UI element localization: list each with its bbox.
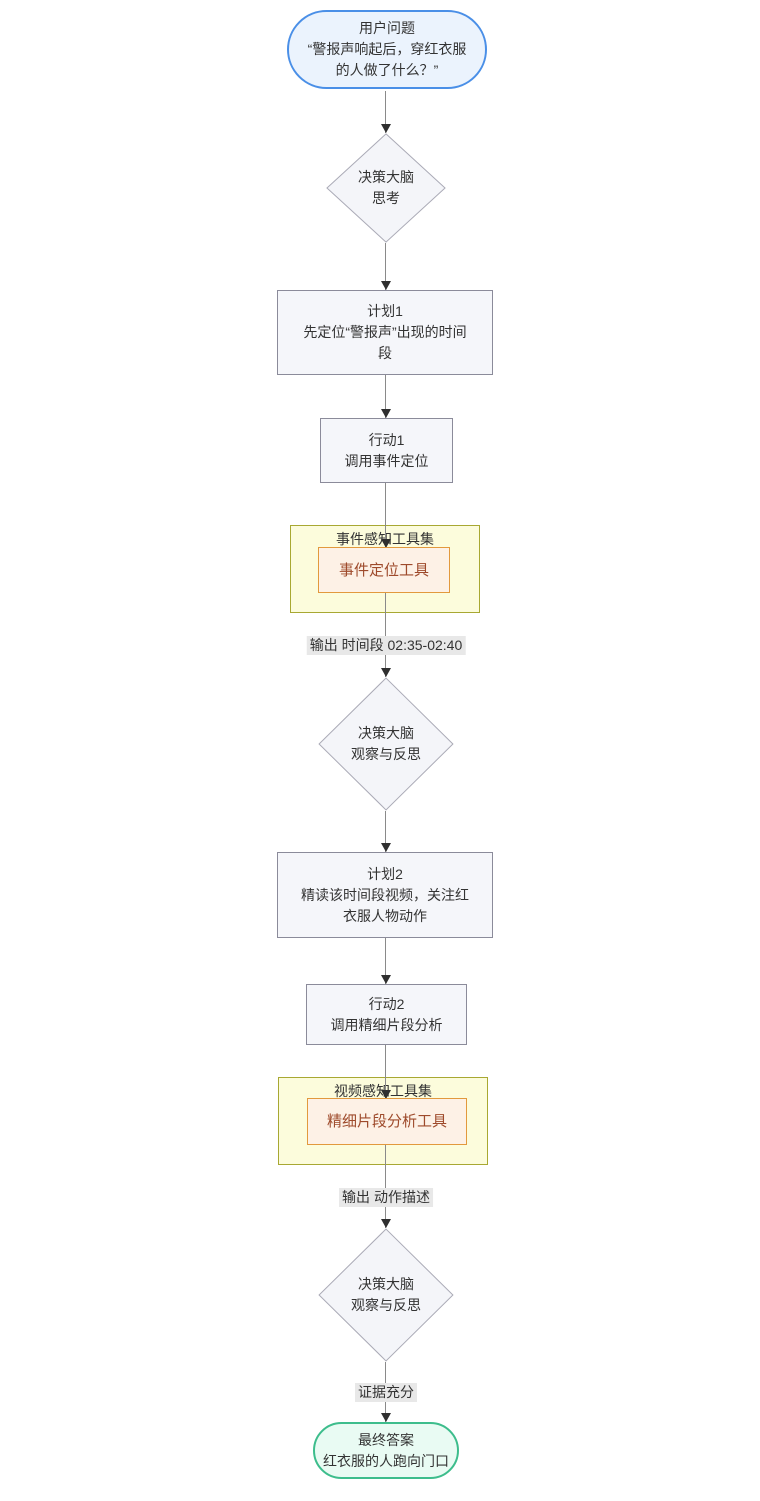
tool-fine-segment-label: 精细片段分析工具 — [326, 1113, 447, 1130]
user-question-node: 用户问题 “警报声响起后，穿红衣服 的人做了什么？” — [287, 10, 487, 89]
arrowhead-icon — [381, 281, 391, 290]
act1-label: 行动1 调用事件定位 — [344, 431, 429, 469]
decision-reflect1-node: 决策大脑 观察与反思 — [318, 677, 454, 811]
flow-edge — [385, 593, 386, 677]
arrowhead-icon — [381, 1219, 391, 1228]
arrowhead-icon — [381, 843, 391, 852]
diamond-shape — [326, 133, 446, 243]
plan1-label: 计划1 先定位“警报声”出现的时间 段 — [303, 303, 467, 361]
final-answer-node: 最终答案 红衣服的人跑向门口 — [313, 1422, 459, 1479]
arrowhead-icon — [381, 409, 391, 418]
plan2-label: 计划2 精读该时间段视频，关注红 衣服人物动作 — [301, 865, 469, 924]
flow-edge — [385, 483, 386, 548]
decision-reflect2-label: 决策大脑 观察与反思 — [351, 1276, 421, 1313]
tool-fine-segment-node: 精细片段分析工具 — [307, 1098, 467, 1145]
decision-reflect2-node: 决策大脑 观察与反思 — [318, 1228, 454, 1362]
flow-edge — [385, 1145, 386, 1228]
act2-node: 行动2 调用精细片段分析 — [306, 984, 467, 1045]
final-answer-label: 最终答案 红衣服的人跑向门口 — [323, 1431, 449, 1469]
flow-edge — [385, 91, 386, 133]
tool-event-locator-label: 事件定位工具 — [338, 561, 429, 579]
decision-think-label: 决策大脑 思考 — [358, 169, 414, 206]
arrowhead-icon — [381, 1090, 391, 1099]
diamond-shape — [318, 1228, 454, 1362]
arrowhead-icon — [381, 668, 391, 677]
edge-label-output-timerange: 输出 时间段 02:35-02:40 — [306, 636, 466, 655]
flow-edge — [385, 1045, 386, 1099]
arrowhead-icon — [381, 539, 391, 548]
arrowhead-icon — [381, 124, 391, 133]
decision-think-node: 决策大脑 思考 — [326, 133, 446, 243]
flow-edge — [385, 243, 386, 290]
tool-event-locator-node: 事件定位工具 — [318, 547, 450, 593]
user-question-label: 用户问题 “警报声响起后，穿红衣服 的人做了什么？” — [307, 20, 467, 78]
plan1-node: 计划1 先定位“警报声”出现的时间 段 — [277, 290, 493, 375]
flow-edge — [385, 811, 386, 852]
flow-edge — [385, 375, 386, 418]
edge-label-evidence: 证据充分 — [355, 1383, 417, 1402]
flow-edge — [385, 938, 386, 984]
arrowhead-icon — [381, 1413, 391, 1422]
plan2-node: 计划2 精读该时间段视频，关注红 衣服人物动作 — [277, 852, 493, 938]
decision-reflect1-label: 决策大脑 观察与反思 — [351, 725, 421, 762]
act1-node: 行动1 调用事件定位 — [320, 418, 453, 483]
act2-label: 行动2 调用精细片段分析 — [330, 995, 443, 1033]
edge-label-output-action: 输出 动作描述 — [339, 1188, 433, 1207]
diamond-shape — [318, 677, 454, 811]
arrowhead-icon — [381, 975, 391, 984]
